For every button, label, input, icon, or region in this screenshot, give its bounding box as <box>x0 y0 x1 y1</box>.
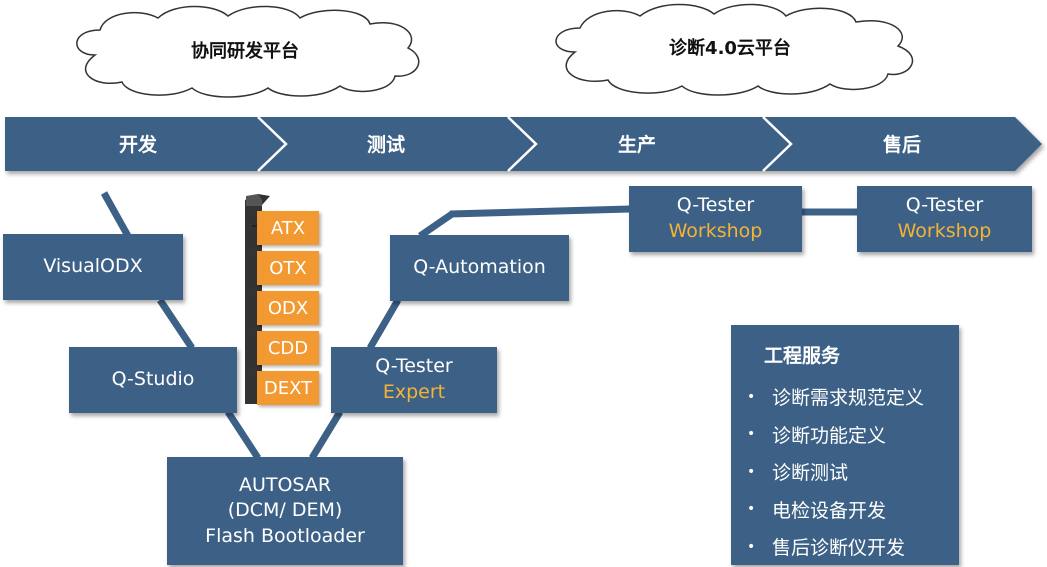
box-qtester-ws2-line2: Workshop <box>897 220 992 242</box>
stage-test: 测试 <box>366 134 405 156</box>
format-tag-atx: ATX <box>257 211 319 245</box>
format-tag-cdd: CDD <box>257 331 319 365</box>
box-qtester-ws1-line1: Q-Tester <box>676 194 755 217</box>
stage-aftersales: 售后 <box>882 134 921 156</box>
stage-develop: 开发 <box>118 134 157 156</box>
box-qtester-expert-line1: Q-Tester <box>375 355 453 378</box>
service-item-label: 诊断测试 <box>772 462 849 485</box>
list-item: • 诊断需求规范定义 <box>747 378 924 416</box>
service-item-label: 售后诊断仪开发 <box>772 537 906 560</box>
box-qtester-expert-line2: Expert <box>382 381 446 403</box>
bullet-icon: • <box>747 426 756 443</box>
service-item-label: 电检设备开发 <box>772 499 887 522</box>
list-item: • 售后诊断仪开发 <box>747 528 924 566</box>
box-autosar: AUTOSAR (DCM/ DEM) Flash Bootloader <box>167 457 403 565</box>
list-item: • 诊断功能定义 <box>747 416 924 454</box>
box-visualodx: VisualODX <box>3 234 183 300</box>
connector-lines <box>100 191 860 460</box>
box-autosar-line2: (DCM/ DEM) <box>227 499 343 522</box>
cloud-label-diag-cloud: 诊断4.0云平台 <box>669 38 791 59</box>
box-qtester-ws1-line2: Workshop <box>668 220 763 242</box>
stage-band <box>5 117 1042 171</box>
box-autosar-line1: AUTOSAR <box>238 473 332 496</box>
box-qtester-expert: Q-Tester Expert <box>331 347 497 413</box>
service-item-label: 诊断需求规范定义 <box>772 387 925 410</box>
bullet-icon: • <box>747 463 756 480</box>
stage-separators <box>257 116 793 172</box>
format-tag-odx: ODX <box>257 291 319 325</box>
bullet-icon: • <box>747 388 756 405</box>
engineering-services-list: • 诊断需求规范定义 • 诊断功能定义 • 诊断测试 • 电检设备开发 • 售后诊断仪开发 <box>747 378 924 566</box>
service-item-label: 诊断功能定义 <box>772 424 887 447</box>
list-item: • 电检设备开发 <box>747 491 924 529</box>
cloud-label-collab: 协同研发平台 <box>191 41 299 62</box>
box-qtester-ws2-line1: Q-Tester <box>905 194 984 217</box>
list-item: • 诊断测试 <box>747 453 924 491</box>
bullet-icon: • <box>747 501 756 518</box>
box-visualodx-label: VisualODX <box>43 255 143 278</box>
cloud-diagnostic-cloud-platform <box>555 3 914 96</box>
box-qtester-workshop-production: Q-Tester Workshop <box>629 186 802 252</box>
box-qautomation-label: Q-Automation <box>413 256 546 279</box>
box-qautomation: Q-Automation <box>390 235 569 301</box>
box-autosar-line3: Flash Bootloader <box>205 524 365 547</box>
box-qstudio-label: Q-Studio <box>111 368 195 391</box>
engineering-services-title: 工程服务 <box>764 345 841 367</box>
bullet-icon: • <box>747 538 756 555</box>
format-tag-otx: OTX <box>257 251 319 285</box>
box-qstudio: Q-Studio <box>69 347 237 413</box>
engineering-services-panel: 工程服务 • 诊断需求规范定义 • 诊断功能定义 • 诊断测试 • 电检设备开发 • 售后… <box>731 325 959 565</box>
box-qtester-workshop-aftersales: Q-Tester Workshop <box>857 186 1032 252</box>
format-tag-dext: DEXT <box>257 371 319 405</box>
cloud-collab-platform <box>76 5 420 98</box>
stage-production: 生产 <box>617 134 656 156</box>
